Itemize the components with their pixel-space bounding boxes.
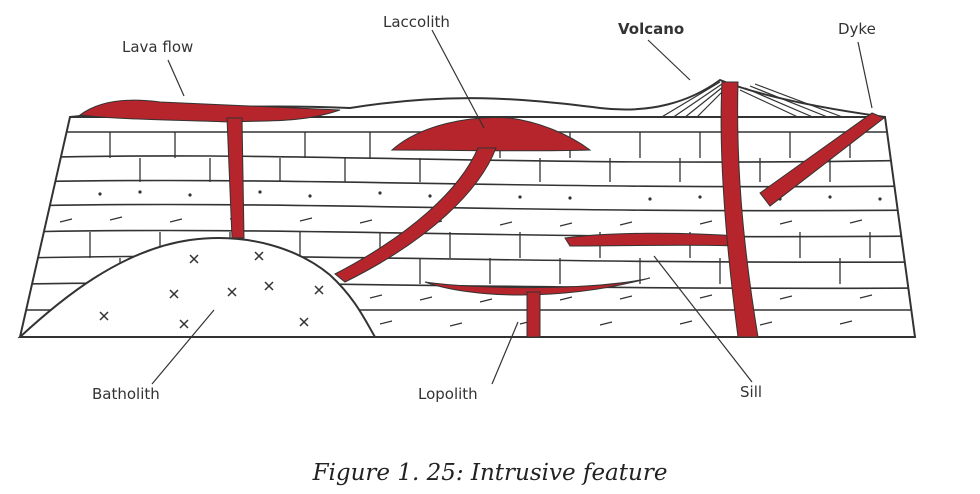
laccolith-feeder-dyke — [334, 147, 497, 283]
label-laccolith: Laccolith — [383, 13, 450, 31]
lava-flow — [78, 99, 341, 123]
volcano-conduit — [720, 81, 759, 338]
leader-lines — [151, 29, 873, 385]
lopolith — [424, 277, 651, 296]
label-lopolith: Lopolith — [418, 385, 478, 403]
laccolith — [390, 117, 592, 152]
figure-caption: Figure 1. 25: Intrusive feature — [312, 460, 668, 486]
volcano-cone-lines — [659, 81, 846, 119]
lopolith-feeder — [526, 291, 541, 338]
label-volcano: Volcano — [618, 20, 685, 38]
label-dyke: Dyke — [838, 20, 876, 38]
batholith-feeder-dyke — [226, 117, 245, 239]
batholith-body — [17, 237, 377, 338]
dyke — [759, 112, 885, 207]
label-sill: Sill — [740, 383, 763, 401]
label-lava-flow: Lava flow — [122, 38, 194, 56]
batholith-crosses — [99, 251, 324, 329]
label-batholith: Batholith — [92, 385, 160, 403]
crust-block-outline — [18, 116, 917, 338]
sill — [564, 232, 743, 247]
